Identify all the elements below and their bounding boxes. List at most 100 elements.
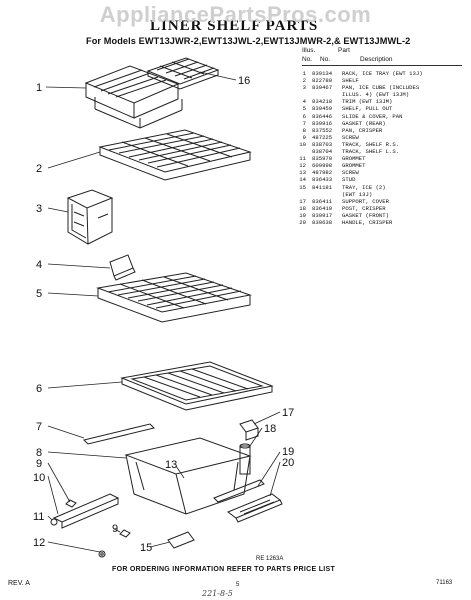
grommet-drawings (50, 518, 106, 558)
ice-cube-pan-drawing (66, 189, 114, 245)
illus-number: 10 (299, 140, 306, 148)
part-description: TRACK, SHELF L.S. (342, 148, 400, 156)
part-description: TRACK, SHELF R.S. (342, 140, 400, 148)
callout-8: 8 (36, 447, 42, 459)
figure-number: RE 1263A (256, 556, 284, 562)
screw-drawings (65, 499, 131, 538)
header-illus: Illus. (302, 47, 316, 54)
callout-20: 20 (282, 457, 294, 469)
illus-number: 20 (299, 218, 306, 226)
callout-5: 5 (36, 288, 42, 300)
part-description: SHELF (342, 77, 359, 85)
part-number: 487225 (312, 133, 333, 141)
part-description: SCREW (342, 169, 359, 177)
illus-number: 15 (299, 183, 306, 191)
part-number: 839134 (312, 70, 333, 77)
parts-list-row: 7 839916 GASKET (REAR) (296, 120, 471, 127)
shelf-drawing (98, 129, 252, 181)
callout-15: 15 (140, 542, 152, 554)
part-number: 839638 (312, 218, 333, 226)
callout-10: 10 (33, 472, 45, 484)
ice-tray-drawing (146, 57, 220, 90)
callout-18: 18 (264, 423, 276, 435)
illus-number: 5 (302, 105, 306, 113)
parts-list-row: 9 487225 SCREW (296, 134, 471, 141)
part-description: SCREW (342, 133, 359, 141)
illus-number: 8 (302, 126, 306, 134)
illus-number: 2 (302, 77, 306, 85)
front-gasket-drawing (213, 479, 265, 503)
part-number: 609998 (312, 162, 333, 170)
illus-number: 13 (299, 169, 306, 177)
parts-list-row: 5 839459 SHELF, PULL OUT (296, 105, 471, 112)
handwritten-note: 221-8-5 (202, 589, 233, 598)
part-description: (EWT 13J) (342, 190, 373, 198)
cover-support-drawing (239, 419, 259, 441)
illus-number: 17 (299, 197, 306, 205)
trim-drawing (109, 254, 136, 281)
illus-number: 7 (302, 119, 306, 127)
part-description: TRIM (EWT 13JM) (342, 98, 393, 106)
parts-list-row: 12 609998 GROMMET (296, 162, 471, 169)
callout-19: 19 (282, 446, 294, 458)
rear-gasket-drawing (83, 423, 155, 445)
part-number: 836446 (312, 112, 333, 120)
part-number: 836410 (312, 204, 333, 212)
part-number: 837552 (312, 126, 333, 134)
header-rule (302, 65, 462, 66)
header-description: Description (360, 56, 393, 63)
part-number: 836411 (312, 197, 333, 205)
crisper-post-drawing (239, 443, 251, 475)
parts-list-row: 17 836411 SUPPORT, COVER (296, 198, 471, 205)
callout-16: 16 (238, 75, 250, 87)
illus-number: 3 (302, 84, 306, 92)
parts-list-row: 13 487982 SCREW (296, 169, 471, 176)
document-number: 71163 (436, 580, 453, 586)
callout-11: 11 (33, 511, 44, 523)
part-description: SUPPORT, COVER (342, 197, 389, 205)
part-description: GASKET (REAR) (342, 119, 386, 127)
page-number: 5 (236, 582, 240, 588)
watermark: AppliancePartsPros.com (99, 2, 372, 27)
part-number: 839916 (312, 119, 333, 127)
ordering-note: FOR ORDERING INFORMATION REFER TO PARTS … (112, 566, 336, 573)
part-description: HANDLE, CRISPER (342, 218, 393, 226)
callout-7: 7 (36, 421, 42, 433)
part-description: PAN, ICE CUBE (INCLUDES (342, 84, 420, 92)
crisper-pan-drawing (124, 437, 252, 515)
part-description: SLIDE & COVER, PAN (342, 112, 403, 120)
callout-17: 17 (282, 407, 294, 419)
leader-lines (45, 71, 281, 553)
callout-2: 2 (36, 163, 42, 175)
part-description: GROMMET (342, 155, 366, 163)
shelf-track-drawing (52, 493, 120, 529)
part-description: GROMMET (342, 162, 366, 170)
part-description: SHELF, PULL OUT (342, 105, 393, 113)
illus-number: 12 (299, 162, 306, 170)
callout-13: 13 (165, 459, 177, 471)
part-description: ILLUS. 4) (EWT 13JM) (342, 91, 410, 99)
part-description: GASKET (FRONT) (342, 211, 389, 219)
part-number: 834218 (312, 98, 333, 106)
part-number: 487982 (312, 169, 333, 177)
part-number: 839459 (312, 105, 333, 113)
header-no-1: No. (302, 56, 313, 63)
part-number: 836433 (312, 176, 333, 184)
model-list: For Models EWT13JWR-2,EWT13JWL-2,EWT13JM… (86, 36, 411, 46)
part-description: POST, CRISPER (342, 204, 386, 212)
stud-drawing (167, 531, 195, 549)
illus-number: 9 (302, 133, 306, 141)
